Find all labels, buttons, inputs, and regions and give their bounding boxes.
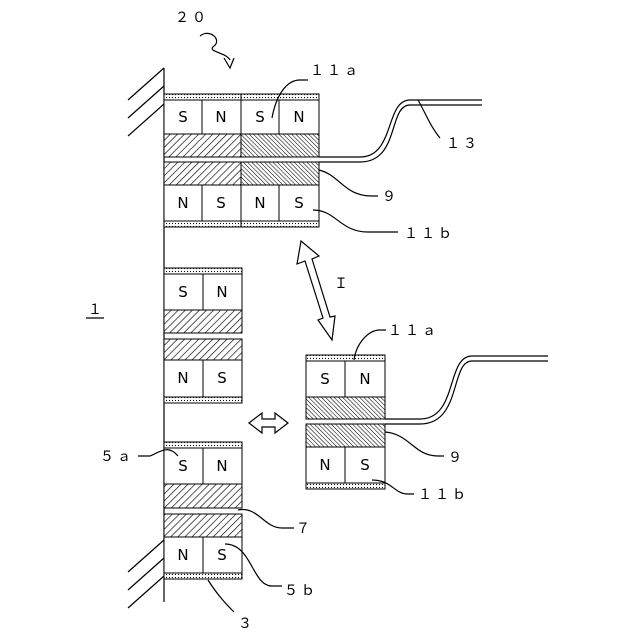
- moving-bottom-plate: [241, 221, 319, 227]
- mid-top-plate: [164, 268, 242, 274]
- pole-label: S: [217, 369, 227, 387]
- label-1: １: [88, 302, 105, 318]
- bottom-plate-3: [164, 573, 242, 579]
- pole-label: N: [216, 283, 227, 301]
- cable: [385, 361, 548, 424]
- motion-arrow-diagonal: [297, 241, 335, 340]
- middle-block: S N N S: [164, 268, 242, 403]
- pole-label: N: [177, 546, 188, 564]
- right-top-plate: [306, 355, 385, 361]
- label-9-right: ９: [448, 450, 465, 466]
- right-bottom-plate: [306, 483, 385, 489]
- pole-label: S: [294, 194, 304, 212]
- pole-label: S: [178, 457, 188, 475]
- pole-label: S: [178, 108, 188, 126]
- wall-hatch-bottom: [128, 540, 164, 608]
- pole-label: N: [215, 108, 226, 126]
- bottom-yoke-upper: [164, 484, 242, 508]
- mid-bottom-plate: [164, 397, 242, 403]
- label-13: １３: [446, 136, 480, 152]
- label-7: ７: [296, 521, 313, 537]
- pole-label: N: [177, 194, 188, 212]
- moving-yoke-lower: [241, 162, 319, 185]
- label-20: ２０: [175, 10, 209, 26]
- pole-label: N: [216, 457, 227, 475]
- wall-hatch-top: [128, 68, 164, 136]
- pole-label: N: [293, 108, 304, 126]
- mid-yoke-lower: [164, 339, 242, 360]
- pole-label: S: [255, 108, 265, 126]
- bottom-top-plate: [164, 442, 242, 448]
- pole-label: N: [359, 370, 370, 388]
- cable: [319, 105, 482, 162]
- right-yoke-lower: [306, 424, 385, 447]
- motion-arrow-horizontal: [249, 413, 288, 433]
- pole-label: S: [178, 283, 188, 301]
- bottom-yoke-lower: [164, 514, 242, 537]
- top-bottom-plate: [164, 221, 241, 227]
- mid-yoke-upper: [164, 310, 242, 333]
- label-I: Ｉ: [334, 276, 351, 292]
- label-5b: ５ｂ: [284, 583, 318, 599]
- pole-label: S: [320, 370, 330, 388]
- top-assembly: S N N S S N N S: [164, 94, 482, 227]
- pole-label: N: [319, 456, 330, 474]
- right-moving-part: S N N S: [306, 355, 548, 489]
- bottom-block: S N N S: [164, 442, 242, 579]
- top-cover-plate: [164, 94, 241, 100]
- pole-label: N: [177, 369, 188, 387]
- pole-label: S: [216, 194, 226, 212]
- label-5a: ５ａ: [100, 449, 134, 465]
- label-3: ３: [238, 616, 255, 632]
- label-9-top: ９: [382, 189, 399, 205]
- right-yoke-upper: [306, 397, 385, 419]
- pole-label: S: [217, 546, 227, 564]
- cable: [385, 356, 548, 419]
- moving-yoke-upper: [241, 134, 319, 157]
- label-11b-right: １１ｂ: [418, 487, 469, 503]
- base-wall: [128, 68, 164, 608]
- top-yoke-upper: [164, 134, 241, 157]
- label-11a-right: １１ａ: [388, 323, 439, 339]
- pole-label: S: [360, 456, 370, 474]
- label-11b-top: １１ｂ: [404, 226, 455, 242]
- pole-label: N: [254, 194, 265, 212]
- top-yoke-lower: [164, 162, 241, 185]
- label-11a-top: １１ａ: [310, 63, 361, 79]
